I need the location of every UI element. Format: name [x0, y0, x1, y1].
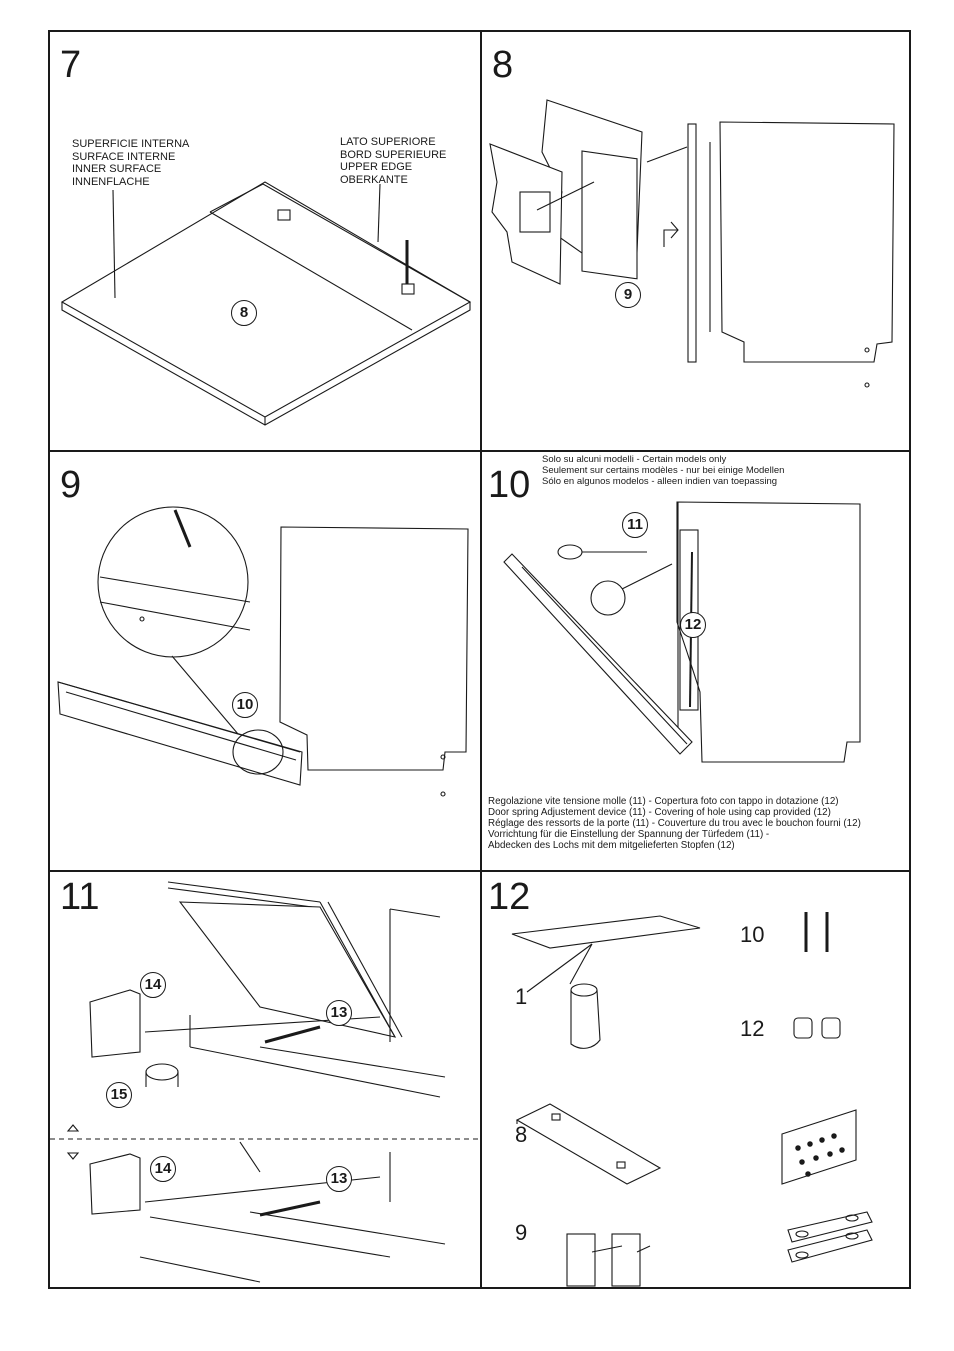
callout-10: 10: [232, 692, 258, 718]
callout-14-bottom: 14: [150, 1156, 176, 1182]
step-11-panel: 11: [50, 872, 480, 1289]
callout-13-bottom: 13: [326, 1166, 352, 1192]
callout-13-top: 13: [326, 1000, 352, 1026]
row-divider-2: [50, 870, 909, 872]
part-label-8: 8: [515, 1122, 528, 1147]
step-8-panel: 8 9: [482, 32, 913, 450]
parts-list-illustration: [511, 912, 873, 1287]
step-10-panel: 10 Solo su alcuni modelli - Certain mode…: [482, 452, 913, 870]
step-number: 7: [60, 44, 82, 86]
callout-12: 12: [680, 612, 706, 638]
callout-11: 11: [622, 512, 648, 538]
step-number: 10: [488, 464, 531, 506]
step-12-panel: 12: [482, 872, 913, 1289]
models-note: Solo su alcuni modelli - Certain models …: [542, 454, 785, 487]
hinge-fixing-illustration: [57, 506, 469, 797]
step-9-panel: 9 10: [50, 452, 480, 870]
bracket-mounting-illustration: [489, 99, 895, 388]
drilling-template-illustration: [50, 881, 480, 1283]
part-label-9: 9: [515, 1220, 528, 1245]
column-divider: [480, 32, 482, 1287]
door-panel-illustration: [60, 181, 472, 426]
step-number: 12: [488, 876, 531, 918]
spring-adjustment-illustration: [503, 501, 861, 763]
part-label-1: 1: [515, 984, 528, 1009]
step-number: 11: [60, 876, 100, 918]
callout-8: 8: [231, 300, 257, 326]
callout-9: 9: [615, 282, 641, 308]
row-divider-1: [50, 450, 909, 452]
part-label-12: 12: [740, 1016, 765, 1041]
callout-14-top: 14: [140, 972, 166, 998]
callout-15: 15: [106, 1082, 132, 1108]
adjustment-caption: Regolazione vite tensione molle (11) - C…: [488, 796, 861, 851]
step-number: 8: [492, 44, 514, 86]
step-number: 9: [60, 464, 82, 506]
part-label-10: 10: [740, 922, 765, 947]
